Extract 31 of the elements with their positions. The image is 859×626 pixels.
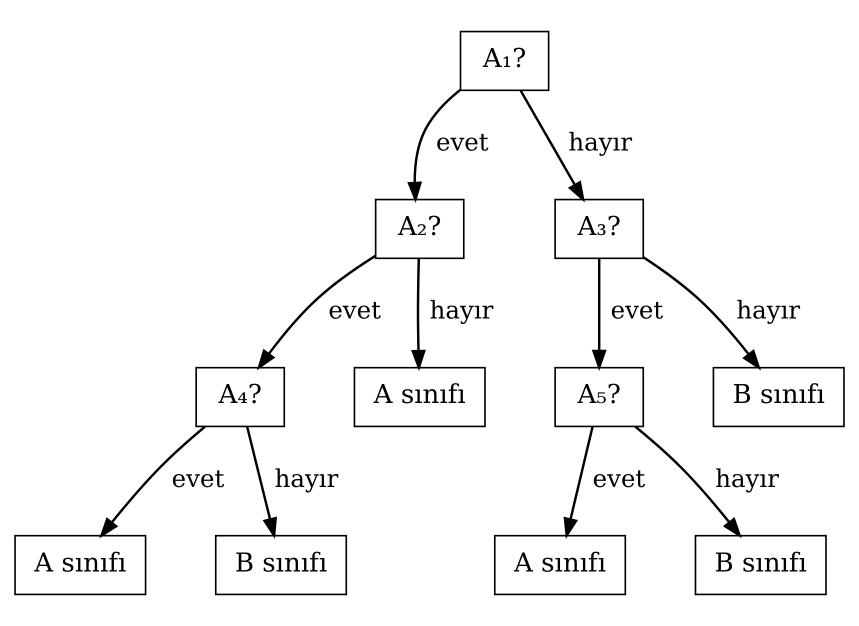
arrow — [634, 426, 742, 538]
arrow — [99, 426, 206, 538]
node-box: A₂? — [374, 198, 465, 260]
node-box: B sınıfı — [694, 534, 827, 596]
node-box: A sınıfı — [354, 366, 486, 428]
arrow — [592, 258, 607, 372]
arrow — [642, 256, 762, 370]
arrow — [564, 426, 594, 539]
edge-label: evet — [592, 464, 646, 493]
edge-label: hayır — [568, 128, 632, 157]
arrow — [520, 90, 585, 202]
node-box: B sınıfı — [214, 534, 348, 596]
arrow — [246, 426, 278, 539]
node-box: A₅? — [554, 366, 644, 428]
node-box: A₃? — [554, 198, 644, 260]
node-box: A₄? — [195, 366, 286, 428]
edge-label: hayır — [715, 464, 779, 493]
arrow — [411, 258, 426, 372]
edge-label: evet — [436, 128, 489, 157]
node-box: A sınıfı — [14, 534, 146, 596]
edge-label: hayır — [430, 296, 494, 325]
arrow — [256, 254, 376, 370]
edge-label: hayır — [736, 296, 800, 325]
edge-label: hayır — [274, 464, 338, 493]
arrow — [407, 88, 461, 204]
edge-label: evet — [610, 296, 664, 325]
node-box: A sınıfı — [494, 534, 626, 596]
edge-label: evet — [328, 296, 381, 325]
node-box: B sınıfı — [712, 366, 845, 428]
edge-label: evet — [172, 464, 224, 493]
node-box: A₁? — [460, 30, 550, 92]
